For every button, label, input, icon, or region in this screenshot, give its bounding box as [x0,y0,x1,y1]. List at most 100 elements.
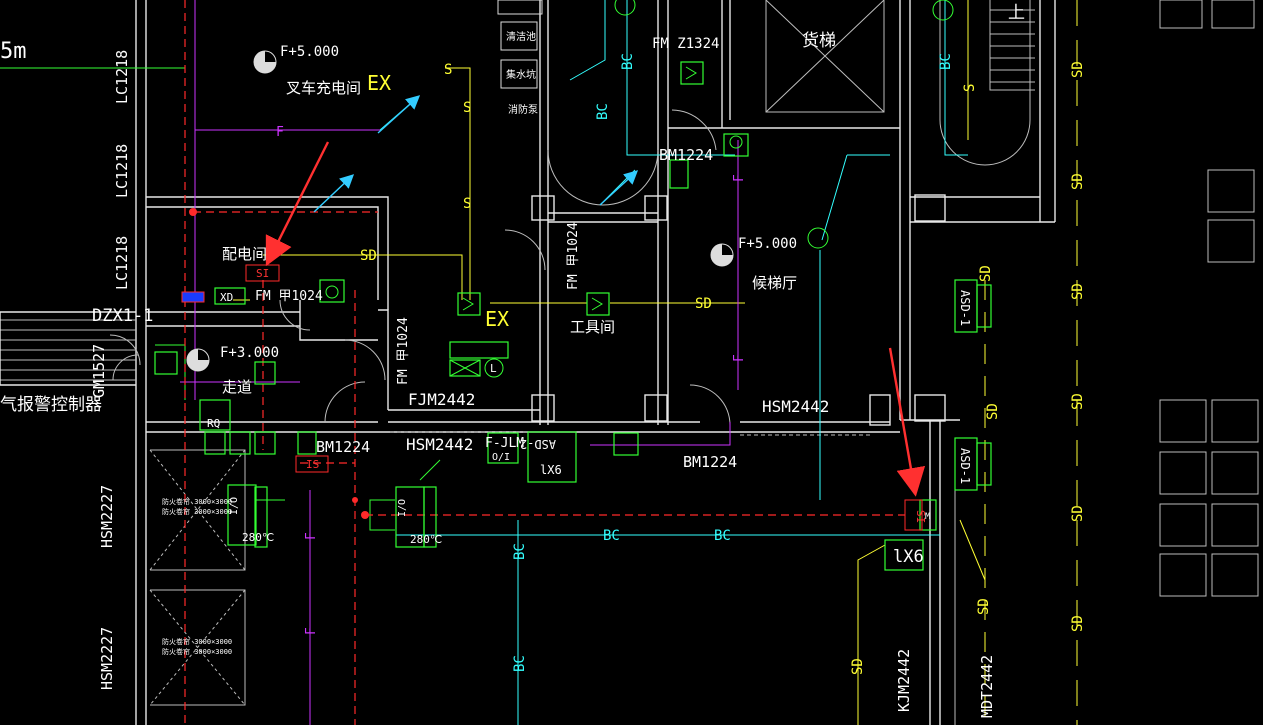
s-label: S [962,84,978,92]
fire-door-note: 防火卷帘 3000×3000 [162,647,232,656]
panel-label: I/O [229,497,240,515]
vent-arrow-icon [599,170,639,206]
door-label: HSM2227 [98,627,116,690]
door-label: FM 甲1024 [566,222,581,290]
bc-label: BC [595,103,611,120]
lc1218-label: LC1218 [113,236,131,290]
panel-label: DZX1-1 [92,306,153,326]
door-label: BM1224 [316,438,370,456]
level-marker-icon [253,50,277,74]
bc-label: BC [603,528,620,544]
panel-label: XD [220,291,233,304]
panel-label: L [490,362,497,375]
fire-node-dot [189,208,197,216]
f-label: F [276,125,284,140]
temp-label: 280℃ [242,531,274,544]
f-label: F [304,627,319,635]
room-label: 集水坑 [506,68,536,81]
door-label: BM1224 [659,146,713,164]
sd-label: SD [978,265,994,282]
door-label: FJM2442 [408,390,475,409]
door-label: FM Z1324 [652,36,719,52]
door-label: FM 甲1024 [255,289,323,304]
room-label: 叉车充电间 [286,79,361,97]
room-label: 消防泵 [508,103,538,116]
s-label: S [463,100,471,116]
door-label: GM1527 [90,344,108,398]
level-marker-icon [710,243,734,267]
panel-label: ASD-1 [958,448,972,484]
ex-label: EX [485,307,509,331]
s-label: S [463,196,471,212]
room-label: 配电间 [222,245,267,263]
panel-label: lX6 [893,547,924,567]
panel-label: O/I [492,452,510,463]
is-label: IS [306,458,319,471]
level-label: F+5.000 [738,236,797,252]
bc-label: BC [512,543,528,560]
sd-label: SD [1070,615,1086,632]
service-lines [0,0,1078,725]
panel-label: 气报警控制器 [0,395,102,415]
water-well-box [500,59,538,89]
m-partial-label: 5m [0,39,27,64]
door-label: MDT2442 [978,655,996,718]
vent-arrow-icon [313,174,355,213]
fire-door-note: 防火卷帘 3000×3000 [162,637,232,646]
si-label: SI [914,510,927,523]
bc-label: BC [714,528,731,544]
f-label: F [304,532,319,540]
panel-icon [181,291,205,303]
is-box [295,455,329,473]
lc1218-label: LC1218 [113,144,131,198]
sd-label: SD [850,658,866,675]
sd-label: SD [1070,505,1086,522]
s-label: S [444,62,452,78]
bc-label: BC [938,53,954,70]
sd-label: SD [695,296,712,312]
room-label: 清洁池 [506,30,536,43]
door-label: HSM2442 [406,435,473,454]
annotation-arrow-icon [888,347,926,497]
fire-door-note: 防火卷帘 3000×3000 [162,507,232,516]
fire-node-dot [352,497,358,503]
ex-label: EX [367,71,391,95]
lc1218-label: LC1218 [113,50,131,104]
door-label: BM1224 [683,453,737,471]
bc-label: BC [512,655,528,672]
f-label: F [732,354,747,362]
top-box [497,0,543,15]
panel-label: ASD-2 [520,437,556,451]
door-label: FM 甲1024 [396,317,411,385]
door-label: F-JLM [485,436,524,451]
level-marker-icon [186,348,210,372]
bc-label: BC [620,53,636,70]
panel-label: lX6 [540,463,562,477]
device-symbols [154,0,992,571]
door-label: KJM2442 [895,649,913,712]
si-box-right [904,499,923,531]
sd-label: SD [1070,393,1086,410]
annotation-arrow-icon [265,141,330,267]
panel-label: I/O [397,499,408,517]
temp-label: 280℃ [410,533,442,546]
sd-label: SD [1070,61,1086,78]
si-label: SI [256,267,269,280]
si-box [245,264,280,282]
room-label: 工具间 [570,318,615,336]
sd-label: SD [1070,173,1086,190]
panel-label: ASD-1 [958,290,972,326]
sd-label: SD [360,248,377,264]
door-label: HSM2227 [98,485,116,548]
vent-arrow-icon [377,95,421,134]
room-label: 走道 [222,378,252,396]
sd-label: SD [976,598,992,615]
sd-label: SD [985,403,1001,420]
door-label: HSM2442 [762,397,829,416]
room-label: 上 [1008,3,1025,23]
panel-label: M [925,512,931,522]
room-label: 候梯厅 [752,274,797,292]
level-label: F+3.000 [220,345,279,361]
sd-label: SD [1070,283,1086,300]
